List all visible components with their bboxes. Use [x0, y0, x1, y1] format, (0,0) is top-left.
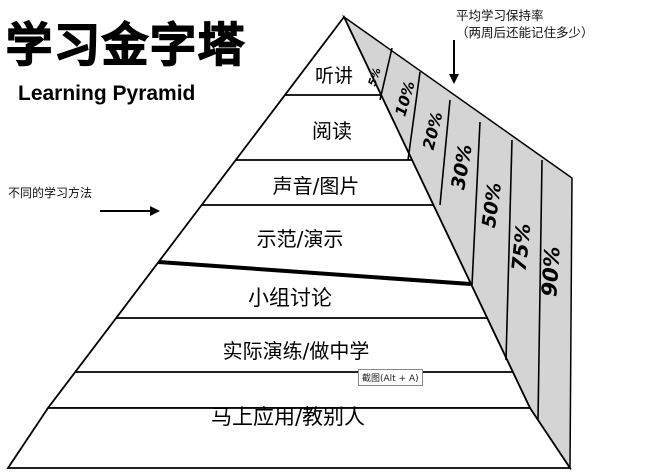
method-label-teach-others: 马上应用/教别人: [211, 405, 365, 429]
rate-label-lecture: 5%: [366, 66, 384, 88]
method-label-reading: 阅读: [312, 119, 352, 143]
side-layer-dividers: [379, 47, 543, 421]
method-label-discussion: 小组讨论: [248, 286, 332, 310]
front-layer-dividers: [75, 94, 513, 373]
side-column-divider: [407, 71, 421, 161]
side-column-divider: [379, 47, 393, 101]
side-column-divider: [505, 139, 513, 361]
rate-label-teach-others: 90%: [537, 246, 564, 298]
methods-caption: 不同的学习方法: [8, 186, 93, 200]
method-label-practice: 实际演练/做中学: [223, 339, 370, 363]
method-label-demonstration: 示范/演示: [257, 227, 344, 251]
method-label-audio-visual: 声音/图片: [273, 174, 360, 198]
title-chinese: 学习金字塔: [5, 18, 246, 72]
title-english: Learning Pyramid: [18, 82, 196, 105]
side-column-divider: [471, 121, 481, 286]
retention-caption-line1: 平均学习保持率: [456, 8, 544, 23]
retention-caption: 平均学习保持率 （两周后还能记住多少）: [456, 8, 594, 42]
layer-divider: [158, 260, 471, 286]
screenshot-tooltip: 截图(Alt + A): [358, 369, 423, 386]
retention-caption-line2: （两周后还能记住多少）: [456, 24, 594, 40]
side-column-divider: [537, 159, 543, 421]
side-column-divider: [439, 99, 451, 206]
method-label-lecture: 听讲: [315, 65, 353, 87]
rate-label-practice: 75%: [507, 222, 536, 272]
pyramid-base: [6, 407, 572, 469]
